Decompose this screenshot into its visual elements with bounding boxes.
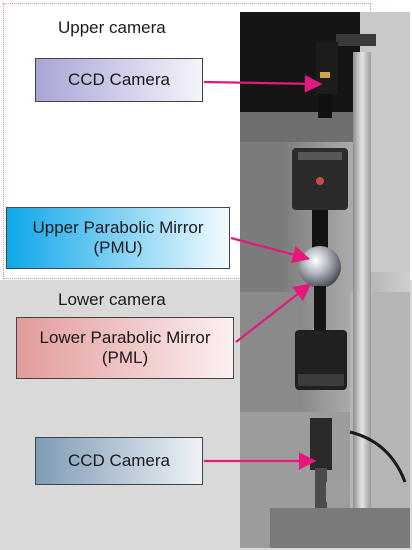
lower-parabolic-mirror-label: Lower Parabolic Mirror (PML) [16, 317, 234, 379]
ccd-camera-lower-label: CCD Camera [35, 437, 203, 485]
pml-name: Lower Parabolic Mirror [39, 327, 211, 347]
arrow-to-upper-mirror [230, 236, 311, 264]
apparatus-photo [240, 12, 410, 548]
upper-camera-title: Upper camera [58, 18, 166, 37]
ccd-camera-upper-label: CCD Camera [35, 58, 203, 102]
lower-camera-title: Lower camera [58, 290, 166, 309]
apparatus-photo-graphic [240, 12, 410, 548]
ccd-camera-lower-text: CCD Camera [67, 450, 171, 470]
pml-abbrev: (PML) [101, 348, 149, 367]
arrow-to-upper-ccd [203, 74, 323, 93]
pmu-abbrev: (PMU) [93, 238, 143, 257]
ccd-camera-upper-text: CCD Camera [67, 69, 171, 89]
arrow-to-lower-mirror [235, 283, 312, 343]
pmu-name: Upper Parabolic Mirror [32, 217, 204, 237]
upper-parabolic-mirror-label: Upper Parabolic Mirror (PMU) [6, 207, 230, 269]
